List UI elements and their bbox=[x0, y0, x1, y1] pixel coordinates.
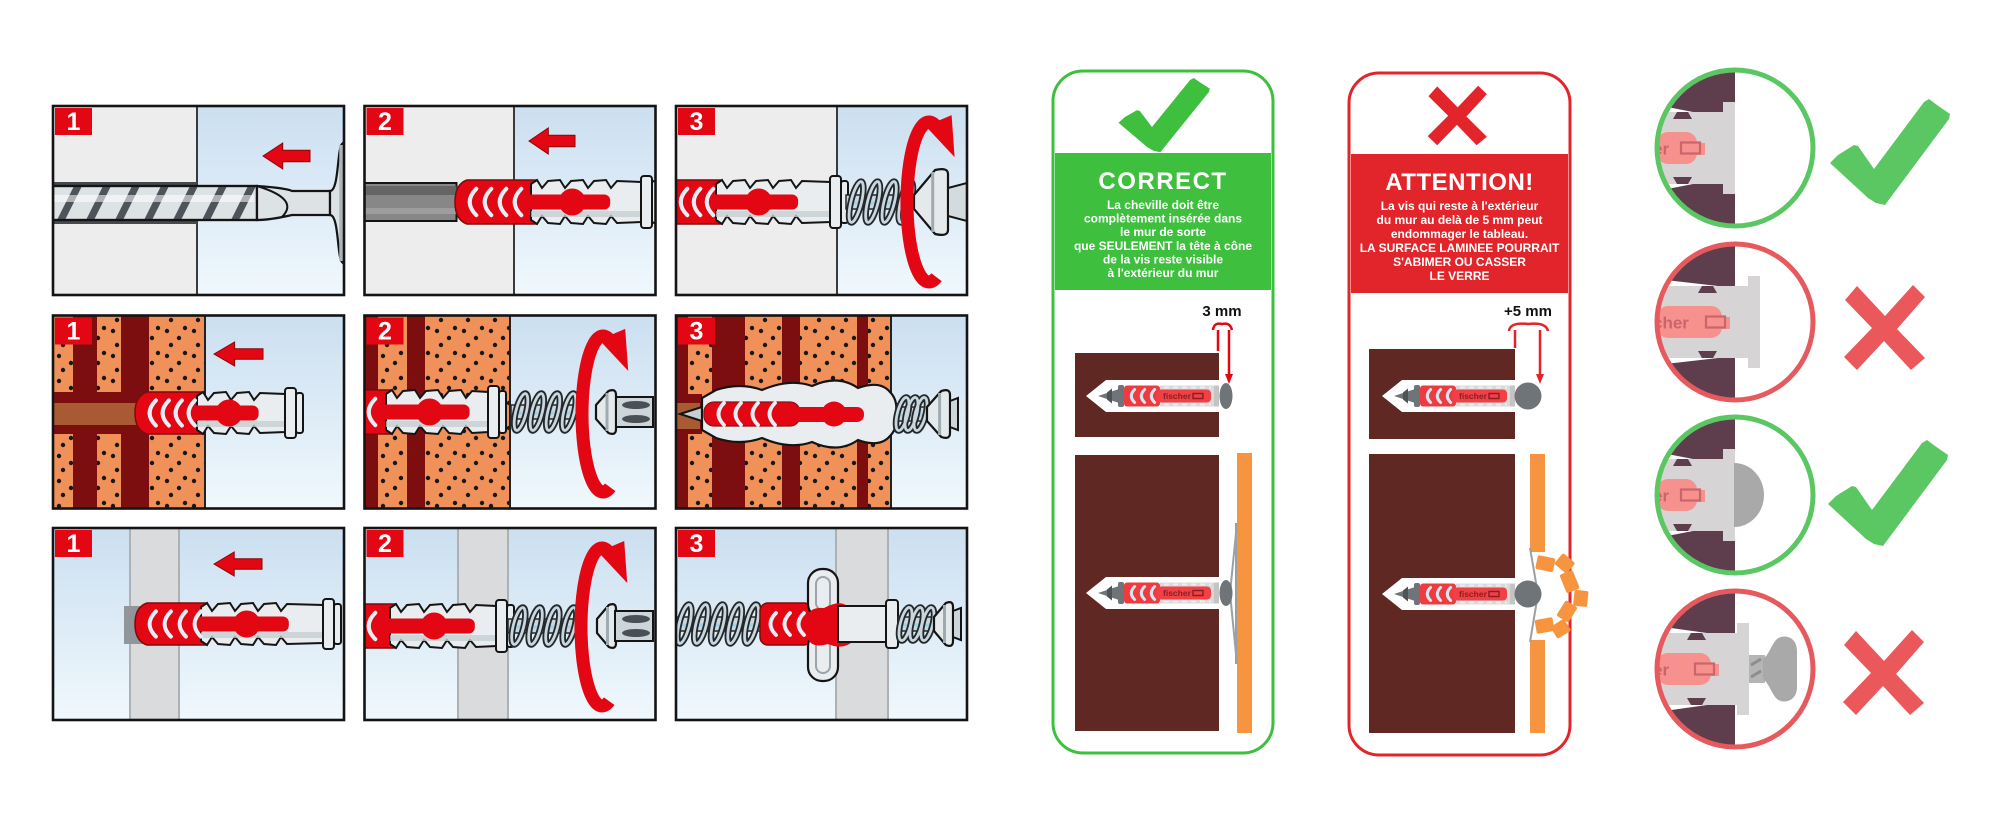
svg-text:fischer: fischer bbox=[1163, 391, 1192, 401]
svg-text:CORRECT: CORRECT bbox=[1098, 168, 1227, 195]
svg-text:2: 2 bbox=[378, 318, 392, 346]
svg-text:1: 1 bbox=[67, 530, 81, 558]
svg-text:3: 3 bbox=[690, 530, 704, 558]
svg-text:à l'extérieur du mur: à l'extérieur du mur bbox=[1108, 266, 1219, 280]
svg-text:La vis qui reste à l'extérieur: La vis qui reste à l'extérieur bbox=[1381, 199, 1539, 213]
svg-text:complètement insérée dans: complètement insérée dans bbox=[1084, 212, 1242, 226]
svg-text:endommager le tableau.: endommager le tableau. bbox=[1391, 227, 1528, 241]
svg-text:er: er bbox=[1653, 661, 1669, 680]
svg-text:S'ABIMER OU CASSER: S'ABIMER OU CASSER bbox=[1393, 255, 1526, 269]
svg-text:+5 mm: +5 mm bbox=[1504, 303, 1552, 320]
svg-text:3: 3 bbox=[690, 318, 704, 346]
svg-text:LE VERRE: LE VERRE bbox=[1429, 269, 1489, 283]
svg-text:er: er bbox=[1653, 487, 1669, 506]
svg-text:3 mm: 3 mm bbox=[1202, 303, 1241, 320]
svg-text:fischer: fischer bbox=[1459, 589, 1488, 599]
svg-text:que SEULEMENT la tête à cône: que SEULEMENT la tête à cône bbox=[1074, 239, 1252, 253]
svg-text:le mur de sorte: le mur de sorte bbox=[1120, 225, 1206, 239]
svg-text:de la vis reste visible: de la vis reste visible bbox=[1103, 252, 1223, 266]
svg-text:du mur au delà de 5 mm peut: du mur au delà de 5 mm peut bbox=[1376, 213, 1542, 227]
svg-text:fischer: fischer bbox=[1163, 588, 1192, 598]
svg-text:2: 2 bbox=[378, 108, 392, 136]
svg-text:La cheville doit être: La cheville doit être bbox=[1107, 198, 1219, 212]
svg-text:fischer: fischer bbox=[1459, 391, 1488, 401]
svg-text:3: 3 bbox=[690, 108, 704, 136]
svg-text:er: er bbox=[1653, 140, 1669, 159]
svg-text:LA SURFACE LAMINEE POURRAIT: LA SURFACE LAMINEE POURRAIT bbox=[1360, 241, 1560, 255]
svg-text:2: 2 bbox=[378, 530, 392, 558]
svg-text:1: 1 bbox=[67, 318, 81, 346]
svg-text:ATTENTION!: ATTENTION! bbox=[1385, 169, 1534, 196]
svg-text:cher: cher bbox=[1653, 314, 1689, 333]
svg-text:1: 1 bbox=[67, 108, 81, 136]
